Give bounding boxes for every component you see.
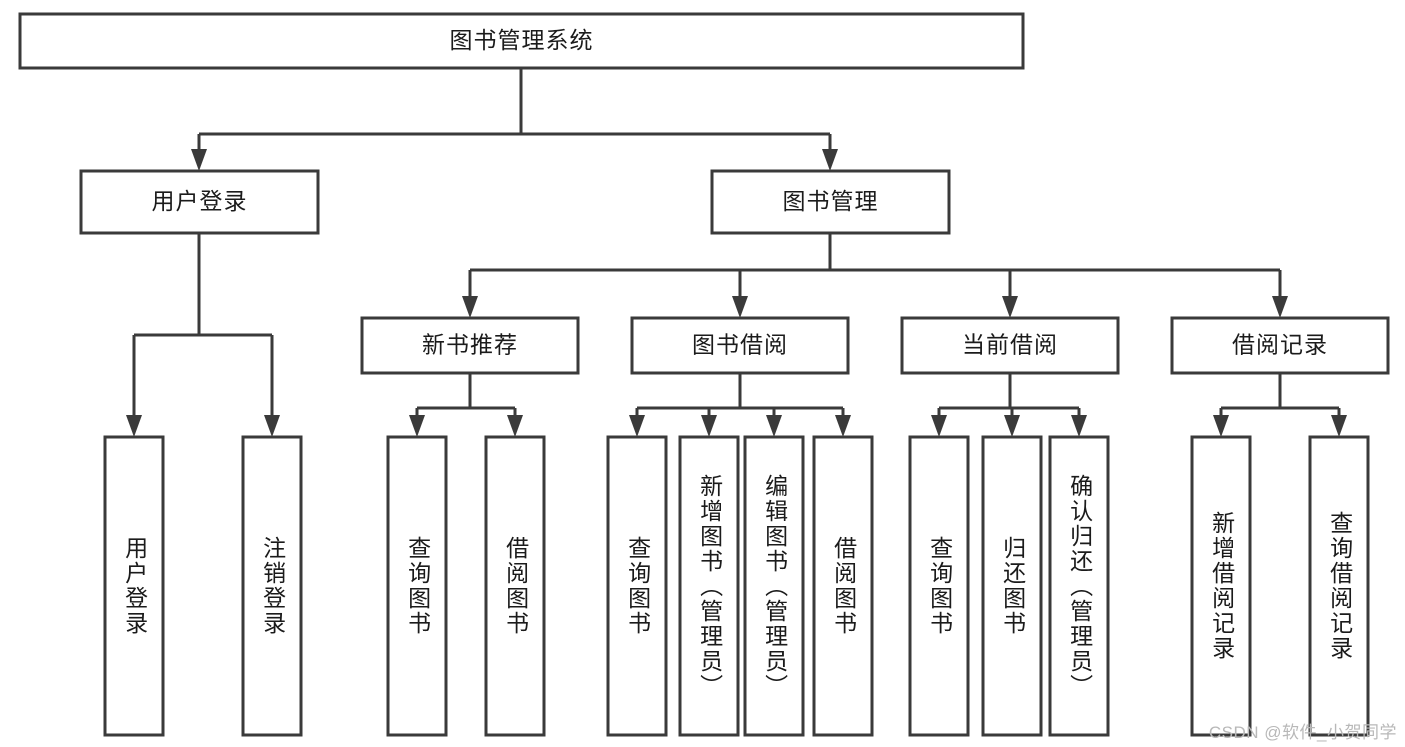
node-box-leaf-5[interactable] [678, 435, 740, 737]
node-label-level3-3: 借阅记录 [1232, 332, 1328, 358]
node-box-leaf-11[interactable] [1190, 435, 1252, 737]
node-box-leaf-12[interactable] [1308, 435, 1370, 737]
node-box-leaf-0[interactable] [103, 435, 165, 737]
arrow-head-icon [1331, 415, 1347, 437]
arrow-head-icon [822, 149, 838, 171]
connector-group [931, 373, 1087, 437]
arrow-head-icon [629, 415, 645, 437]
node-box-level3-3[interactable] [1170, 316, 1390, 375]
arrow-head-icon [1213, 415, 1229, 437]
node-label-root-0: 图书管理系统 [450, 27, 594, 53]
node-box-level3-1[interactable] [630, 316, 850, 375]
watermark-text: CSDN @软件_小贺同学 [1208, 723, 1397, 742]
connector-group [629, 373, 851, 437]
node-label-level3-1: 图书借阅 [692, 332, 788, 358]
edges-layer [126, 68, 1347, 437]
boxes-layer [18, 12, 1390, 737]
arrow-head-icon [462, 296, 478, 318]
arrow-head-icon [507, 415, 523, 437]
connector-group [1213, 373, 1347, 437]
connector-group [409, 373, 523, 437]
node-label-level2-0: 用户登录 [152, 188, 248, 214]
arrow-head-icon [1004, 415, 1020, 437]
connector-group [191, 68, 838, 171]
node-box-leaf-7[interactable] [812, 435, 874, 737]
connector-group [462, 233, 1288, 318]
node-box-root-0[interactable] [18, 12, 1025, 70]
arrow-head-icon [1002, 296, 1018, 318]
arrow-head-icon [835, 415, 851, 437]
node-label-level3-0: 新书推荐 [422, 332, 518, 358]
node-box-leaf-1[interactable] [241, 435, 303, 737]
arrow-head-icon [1071, 415, 1087, 437]
connector-group [126, 233, 280, 437]
node-box-leaf-9[interactable] [981, 435, 1043, 737]
arrow-head-icon [264, 415, 280, 437]
arrow-head-icon [701, 415, 717, 437]
node-box-level2-1[interactable] [710, 169, 951, 235]
arrow-head-icon [409, 415, 425, 437]
node-box-level3-2[interactable] [900, 316, 1120, 375]
node-box-leaf-10[interactable] [1048, 435, 1110, 737]
arrow-head-icon [766, 415, 782, 437]
arrow-head-icon [732, 296, 748, 318]
node-box-leaf-3[interactable] [484, 435, 546, 737]
arrow-head-icon [1272, 296, 1288, 318]
node-box-leaf-4[interactable] [606, 435, 668, 737]
node-label-level3-2: 当前借阅 [962, 332, 1058, 358]
node-box-leaf-6[interactable] [743, 435, 805, 737]
arrow-head-icon [191, 149, 207, 171]
node-box-level2-0[interactable] [79, 169, 320, 235]
node-box-level3-0[interactable] [360, 316, 580, 375]
node-box-leaf-8[interactable] [908, 435, 970, 737]
node-label-level2-1: 图书管理 [783, 188, 879, 214]
arrow-head-icon [126, 415, 142, 437]
node-box-leaf-2[interactable] [386, 435, 448, 737]
arrow-head-icon [931, 415, 947, 437]
